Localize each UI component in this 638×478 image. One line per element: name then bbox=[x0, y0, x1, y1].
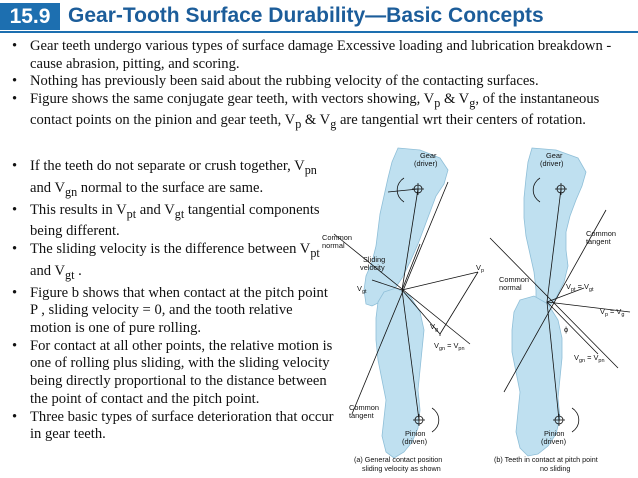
common-tangent-label-a1: Common bbox=[349, 403, 379, 412]
gear-driver-label-b: (driver) bbox=[540, 159, 563, 168]
sliding-velocity-label-2: velocity bbox=[360, 263, 385, 272]
gear-driver-label-a: (driver) bbox=[414, 159, 437, 168]
vpt-vgt-label-b: Vpt = Vgt bbox=[566, 282, 594, 293]
caption-b-line1: (b) Teeth in contact at pitch point bbox=[494, 455, 598, 464]
bullet-list-left: If the teeth do not separate or crush to… bbox=[12, 158, 334, 444]
vector-lines-a bbox=[333, 181, 479, 421]
sliding-velocity-label-1: Sliding bbox=[363, 255, 385, 264]
vg-label-a: Vg bbox=[430, 322, 438, 333]
pinion-driven-label-b: (driven) bbox=[541, 437, 566, 446]
bullet-item: Three basic types of surface deteriorati… bbox=[12, 409, 334, 444]
phi-label-b: ϕ bbox=[564, 325, 568, 334]
section-badge: 15.9 bbox=[0, 3, 60, 30]
pinion-tooth-shape-b bbox=[511, 295, 563, 457]
caption-b-line2: no sliding bbox=[540, 464, 570, 473]
vp-label-a: Vp bbox=[476, 263, 484, 274]
gear-label-b: Gear bbox=[546, 151, 563, 160]
common-tangent-label-b2: tangent bbox=[586, 237, 611, 246]
bullet-item: Figure b shows that when contact at the … bbox=[12, 285, 334, 338]
pinion-label-b: Pinion bbox=[544, 429, 565, 438]
common-normal-label-b2: normal bbox=[499, 283, 522, 292]
title-rule bbox=[0, 31, 638, 33]
vector-lines-b bbox=[489, 188, 631, 421]
bullet-item-tangential: This results in Vpt and Vgt tangential c… bbox=[12, 202, 334, 241]
vgn-vpn-label-a: Vgn = Vpn bbox=[434, 341, 465, 352]
common-normal-label-b1: Common bbox=[499, 275, 529, 284]
bullet-list-top: Gear teeth undergo various types of surf… bbox=[12, 38, 624, 134]
caption-a-line2: sliding velocity as shown bbox=[362, 464, 441, 473]
gear-label-a: Gear bbox=[420, 151, 437, 160]
slide-title: Gear-Tooth Surface Durability—Basic Conc… bbox=[68, 4, 544, 27]
common-normal-label-a1: Common bbox=[322, 233, 352, 242]
bullet-item-vectors: Figure shows the same conjugate gear tee… bbox=[12, 91, 624, 134]
vp-vg-label-b: Vp = Vg bbox=[600, 307, 624, 318]
common-tangent-label-a2: tangent bbox=[349, 411, 374, 420]
bullet-item-normal: If the teeth do not separate or crush to… bbox=[12, 158, 334, 201]
bullet-item: For contact at all other points, the rel… bbox=[12, 338, 334, 408]
pinion-driven-label-a: (driven) bbox=[402, 437, 427, 446]
rotation-arrow-icon bbox=[396, 177, 580, 433]
common-tangent-label-b1: Common bbox=[586, 229, 616, 238]
caption-a-line1: (a) General contact position bbox=[354, 455, 442, 464]
pinion-label-a: Pinion bbox=[405, 429, 426, 438]
bullet-item-sliding: The sliding velocity is the difference b… bbox=[12, 241, 334, 284]
slide-header: 15.9 Gear-Tooth Surface Durability—Basic… bbox=[0, 0, 638, 33]
bullet-item: Nothing has previously been said about t… bbox=[12, 73, 624, 91]
vgt-label-a: Vgt bbox=[357, 284, 367, 295]
vgn-vpn-label-b: Vgn = Vpn bbox=[574, 353, 605, 364]
bullet-item: Gear teeth undergo various types of surf… bbox=[12, 38, 624, 73]
